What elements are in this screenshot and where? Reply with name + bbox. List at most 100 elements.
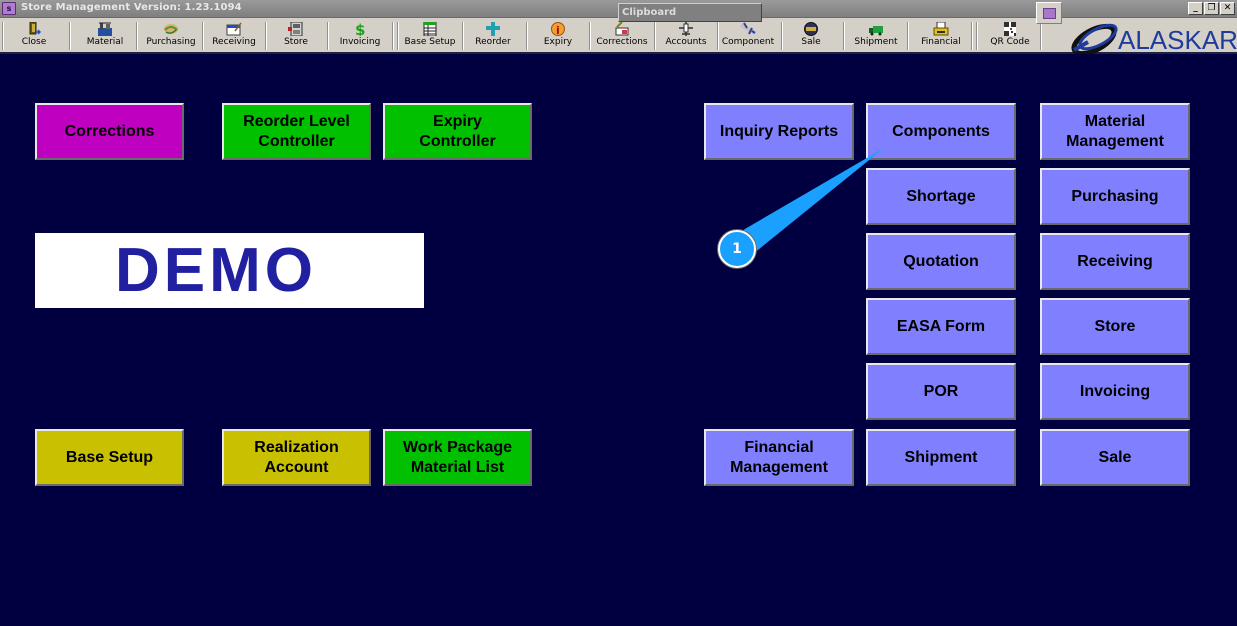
toolbar-label: Sale <box>801 37 821 47</box>
toolbar-separator <box>69 22 71 50</box>
table-icon <box>422 21 438 37</box>
toolbar-separator <box>781 22 783 50</box>
toolbar-financial-button[interactable]: Financial <box>911 20 971 52</box>
toolbar-separator <box>202 22 204 50</box>
toolbar: Close Material Purchasing Receiving Stor… <box>0 18 1237 54</box>
toolbar-reorder-button[interactable]: Reorder <box>466 20 520 52</box>
expiry-controller-button[interactable]: Expiry Controller <box>383 103 532 160</box>
inquiry-reports-button[interactable]: Inquiry Reports <box>704 103 854 160</box>
toolbar-shipment-button[interactable]: Shipment <box>846 20 906 52</box>
handshake-icon <box>163 21 179 35</box>
demo-watermark: DEMO <box>35 233 424 308</box>
realization-account-button[interactable]: Realization Account <box>222 429 371 486</box>
receiving-icon <box>226 21 242 36</box>
toolbar-separator <box>265 22 267 50</box>
toolbar-separator <box>392 22 394 50</box>
toolbar-label: Purchasing <box>146 37 196 47</box>
toolbar-label: Reorder <box>475 37 511 47</box>
airplane-icon <box>740 21 756 35</box>
toolbar-label: Corrections <box>596 37 648 47</box>
info-icon: i <box>550 21 566 37</box>
clipboard-popup[interactable]: Clipboard <box>618 3 762 22</box>
toolbar-invoicing-button[interactable]: $ Invoicing <box>332 20 388 52</box>
receiving-button[interactable]: Receiving <box>1040 233 1190 290</box>
dollar-icon: $ <box>352 21 368 39</box>
toolbar-base-setup-button[interactable]: Base Setup <box>401 20 459 52</box>
purchasing-button[interactable]: Purchasing <box>1040 168 1190 225</box>
toolbar-separator <box>976 22 978 50</box>
alaskar-logo: ALASKAR <box>1068 22 1237 55</box>
corrections-button[interactable]: Corrections <box>35 103 184 160</box>
sale-button[interactable]: Sale <box>1040 429 1190 486</box>
toolbar-label: Receiving <box>212 37 256 47</box>
base-setup-button[interactable]: Base Setup <box>35 429 184 486</box>
toolbar-accounts-button[interactable]: Accounts <box>658 20 714 52</box>
material-icon <box>97 21 113 36</box>
app-folder-icon <box>1043 8 1056 19</box>
toolbar-separator <box>843 22 845 50</box>
toolbar-label: Base Setup <box>404 37 456 47</box>
work-package-material-list-button[interactable]: Work Package Material List <box>383 429 532 486</box>
plus-icon <box>485 21 501 36</box>
toolbar-store-button[interactable]: Store <box>270 20 322 52</box>
toolbar-separator <box>1040 22 1042 50</box>
toolbar-material-button[interactable]: Material <box>74 20 136 52</box>
logo-swoosh-icon <box>1071 23 1118 54</box>
restore-button[interactable]: ❐ <box>1204 2 1219 15</box>
toolbar-label: Accounts <box>665 37 707 47</box>
toolbar-label: Component <box>721 37 775 47</box>
printer-icon <box>933 21 949 36</box>
reorder-level-controller-button[interactable]: Reorder Level Controller <box>222 103 371 160</box>
store-button[interactable]: Store <box>1040 298 1190 355</box>
financial-management-button[interactable]: Financial Management <box>704 429 854 486</box>
shortage-button[interactable]: Shortage <box>866 168 1016 225</box>
toolbar-label: Store <box>284 37 308 47</box>
material-management-button[interactable]: Material Management <box>1040 103 1190 160</box>
components-button[interactable]: Components <box>866 103 1016 160</box>
toolbar-close-button[interactable]: Close <box>6 20 62 52</box>
toolbar-separator <box>717 22 719 50</box>
toolbar-separator <box>907 22 909 50</box>
close-window-button[interactable]: ✕ <box>1220 2 1235 15</box>
svg-text:i: i <box>556 24 560 36</box>
toolbar-sale-button[interactable]: Sale <box>785 20 837 52</box>
quotation-button[interactable]: Quotation <box>866 233 1016 290</box>
taskbar-app-icon[interactable] <box>1036 2 1062 24</box>
corrections-icon <box>614 21 630 36</box>
exit-door-icon <box>26 21 42 35</box>
toolbar-component-button[interactable]: Component <box>720 20 776 52</box>
easa-form-button[interactable]: EASA Form <box>866 298 1016 355</box>
toolbar-label: Invoicing <box>339 37 381 47</box>
toolbar-separator <box>136 22 138 50</box>
toolbar-separator <box>526 22 528 50</box>
store-icon <box>288 21 304 37</box>
toolbar-expiry-button[interactable]: i Expiry <box>530 20 586 52</box>
toolbar-separator <box>2 22 4 50</box>
toolbar-receiving-button[interactable]: Receiving <box>206 20 262 52</box>
truck-icon <box>868 21 884 36</box>
toolbar-purchasing-button[interactable]: Purchasing <box>140 20 202 52</box>
toolbar-separator <box>589 22 591 50</box>
demo-text: DEMO <box>115 236 317 305</box>
toolbar-label: QR Code <box>990 37 1030 47</box>
toolbar-separator <box>971 22 973 50</box>
qr-code-icon <box>1002 21 1018 36</box>
app-icon: s <box>2 2 16 15</box>
toolbar-separator <box>654 22 656 50</box>
toolbar-separator <box>462 22 464 50</box>
window-controls: _ ❐ ✕ <box>1188 2 1235 15</box>
toolbar-label: Financial <box>921 37 961 47</box>
invoicing-button[interactable]: Invoicing <box>1040 363 1190 420</box>
airplane-outline-icon <box>678 21 694 36</box>
logo-text: ALASKAR <box>1118 25 1237 55</box>
shipment-button[interactable]: Shipment <box>866 429 1016 486</box>
toolbar-corrections-button[interactable]: Corrections <box>593 20 651 52</box>
toolbar-label: Expiry <box>543 37 573 47</box>
clipboard-label: Clipboard <box>622 7 677 18</box>
minimize-button[interactable]: _ <box>1188 2 1203 15</box>
toolbar-separator <box>397 22 399 50</box>
sale-coin-icon <box>803 21 819 36</box>
por-button[interactable]: POR <box>866 363 1016 420</box>
toolbar-qr-code-button[interactable]: QR Code <box>980 20 1040 52</box>
annotation-badge: 1 <box>718 230 756 268</box>
